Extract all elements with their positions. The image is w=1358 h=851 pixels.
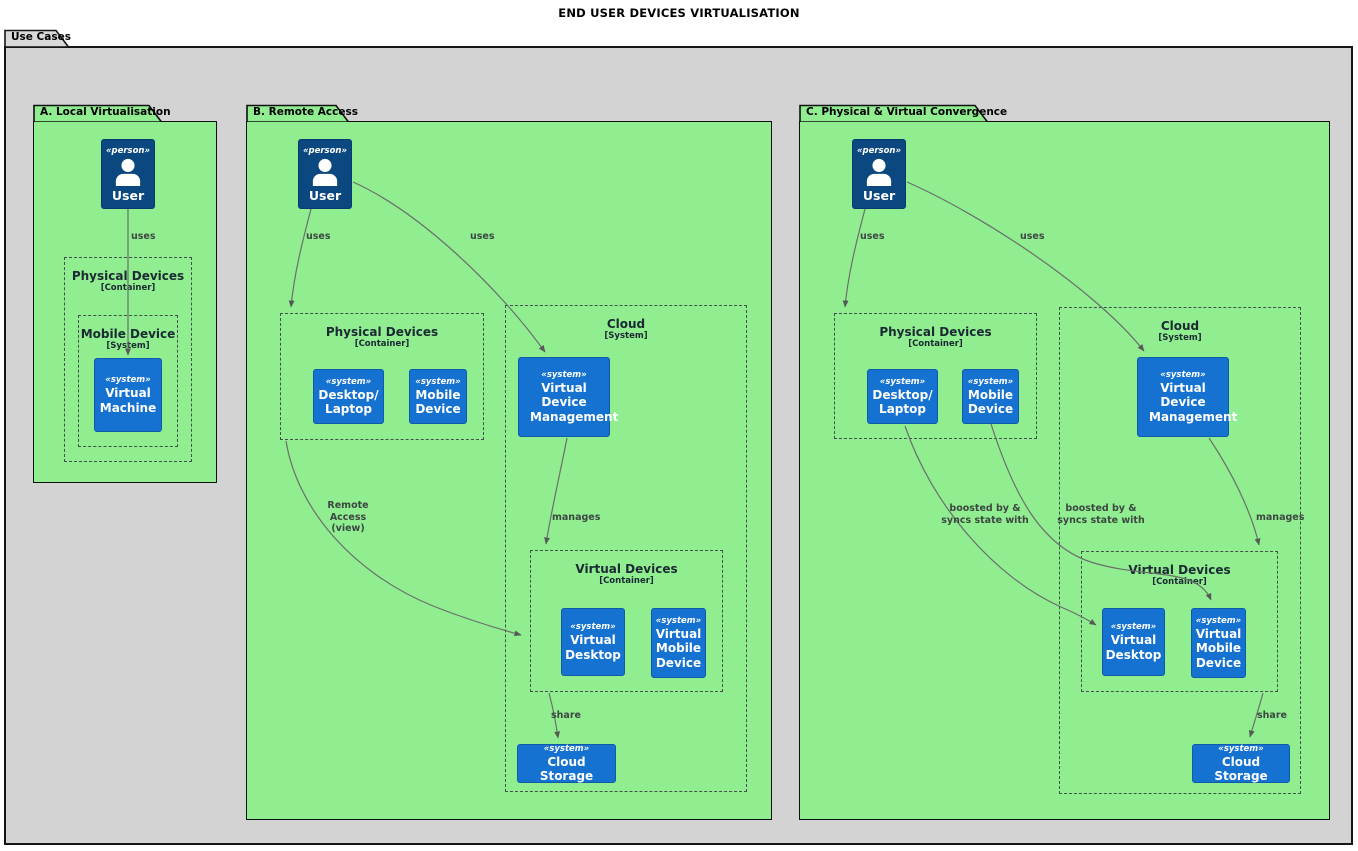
physical-devices-b-subtitle: [Container] (354, 339, 410, 349)
user-a-name: User (111, 187, 145, 203)
user-node-a: «person» User (101, 139, 155, 209)
person-icon (115, 158, 141, 186)
mobile-device-node-b: «system» Mobile Device (409, 369, 467, 424)
edge-label-boosted-mobile: boosted by & syncs state with (1057, 503, 1145, 526)
user-c-stereotype: «person» (856, 145, 902, 156)
panel-c-tab-shape (799, 104, 989, 122)
panel-b-tab-shape (246, 104, 350, 122)
cloud-storage-node-c: «system» Cloud Storage (1192, 744, 1290, 783)
virtual-desktop-b-stereotype: «system» (570, 622, 616, 633)
edge-label-share-c: share (1257, 710, 1287, 721)
mobile-device-a-title: Mobile Device (80, 327, 176, 341)
physical-devices-a-title: Physical Devices (71, 269, 185, 283)
user-node-c: «person» User (852, 139, 906, 209)
cloud-storage-b-name: Cloud Storage (539, 754, 594, 783)
virtual-devices-b-title: Virtual Devices (575, 562, 678, 576)
virtual-mobile-b-stereotype: «system» (655, 616, 702, 627)
edge-label-manages-b: manages (552, 512, 601, 523)
panel-b-tab: B. Remote Access (246, 104, 358, 122)
vdm-c-name: Virtual Device Management (1149, 381, 1238, 424)
vdm-c-stereotype: «system» (1160, 370, 1206, 381)
edge-label-uses-c-vdm: uses (1020, 231, 1045, 242)
virtual-desktop-b-name: Virtual Desktop (565, 633, 621, 662)
desktop-laptop-node-b: «system» Desktop/ Laptop (313, 369, 384, 424)
diagram-title: END USER DEVICES VIRTUALISATION (558, 6, 800, 20)
virtual-desktop-node-b: «system» Virtual Desktop (561, 608, 625, 676)
mobile-device-c-stereotype: «system» (967, 376, 1014, 387)
panel-a-tab: A. Local Virtualisation (33, 104, 171, 122)
virtual-device-management-node-c: «system» Virtual Device Management (1137, 357, 1238, 437)
edge-label-manages-c: manages (1256, 512, 1305, 523)
desktop-laptop-b-name: Desktop/ Laptop (318, 387, 379, 416)
cloud-c-title: Cloud (1160, 319, 1200, 333)
user-a-stereotype: «person» (105, 145, 151, 156)
virtual-mobile-b-name: Virtual Mobile Device (655, 627, 702, 670)
mobile-device-b-name: Mobile Device (415, 387, 461, 416)
desktop-laptop-c-name: Desktop/ Laptop (872, 387, 933, 416)
cloud-b-subtitle: [System] (604, 331, 648, 341)
user-node-b: «person» User (298, 139, 352, 209)
cloud-storage-b-stereotype: «system» (543, 743, 590, 754)
user-b-stereotype: «person» (302, 145, 348, 156)
cloud-b-title: Cloud (606, 317, 646, 331)
panel-a-tab-label: A. Local Virtualisation (40, 106, 171, 118)
virtual-devices-c-subtitle: [Container] (1152, 577, 1207, 587)
mobile-device-node-c: «system» Mobile Device (962, 369, 1019, 424)
virtual-device-management-node-b: «system» Virtual Device Management (518, 357, 619, 437)
desktop-laptop-node-c: «system» Desktop/ Laptop (867, 369, 938, 424)
frame-tab-shape (4, 29, 70, 47)
virtual-desktop-node-c: «system» Virtual Desktop (1102, 608, 1165, 676)
cloud-storage-c-stereotype: «system» (1218, 743, 1264, 754)
edge-label-boosted-desktop: boosted by & syncs state with (941, 503, 1029, 526)
virtual-machine-node-a: «system» Virtual Machine (94, 358, 162, 432)
virtual-devices-b-subtitle: [Container] (599, 576, 654, 586)
cloud-c-subtitle: [System] (1158, 333, 1202, 343)
user-c-name: User (862, 187, 896, 203)
virtual-devices-container-b: Virtual Devices [Container] (530, 550, 723, 692)
panel-c-tab-label: C. Physical & Virtual Convergence (806, 106, 1008, 118)
virtual-mobile-device-node-b: «system» Virtual Mobile Device (651, 608, 706, 678)
desktop-laptop-b-stereotype: «system» (325, 376, 372, 387)
virtual-desktop-c-name: Virtual Desktop (1105, 633, 1162, 662)
physical-devices-a-subtitle: [Container] (100, 283, 156, 293)
person-icon (866, 158, 892, 186)
vdm-b-name: Virtual Device Management (530, 381, 619, 424)
user-b-name: User (308, 187, 342, 203)
frame-tab: Use Cases (4, 29, 71, 47)
mobile-device-a-subtitle: [System] (106, 341, 150, 351)
virtual-machine-a-name: Virtual Machine (99, 386, 157, 415)
edge-label-uses-c-physical: uses (860, 231, 885, 242)
edge-label-uses-a: uses (131, 231, 156, 242)
virtual-machine-a-stereotype: «system» (105, 375, 151, 386)
cloud-storage-node-b: «system» Cloud Storage (517, 744, 616, 783)
panel-a-tab-shape (33, 104, 163, 122)
virtual-mobile-c-stereotype: «system» (1195, 616, 1242, 627)
physical-devices-c-title: Physical Devices (879, 325, 992, 339)
edge-label-uses-b-vdm: uses (470, 231, 495, 242)
mobile-device-c-name: Mobile Device (967, 387, 1014, 416)
person-icon (312, 158, 338, 186)
panel-b-tab-label: B. Remote Access (253, 106, 358, 118)
physical-devices-c-subtitle: [Container] (908, 339, 963, 349)
desktop-laptop-c-stereotype: «system» (879, 376, 926, 387)
frame-tab-label: Use Cases (11, 31, 71, 43)
cloud-storage-c-name: Cloud Storage (1214, 754, 1268, 783)
edge-label-share-b: share (551, 710, 581, 721)
edge-label-remote-access: Remote Access (view) (327, 500, 369, 534)
virtual-mobile-device-node-c: «system» Virtual Mobile Device (1191, 608, 1246, 678)
virtual-devices-c-title: Virtual Devices (1128, 563, 1231, 577)
vdm-b-stereotype: «system» (541, 370, 587, 381)
panel-c-tab: C. Physical & Virtual Convergence (799, 104, 1007, 122)
physical-devices-b-title: Physical Devices (325, 325, 439, 339)
virtual-mobile-c-name: Virtual Mobile Device (1195, 627, 1242, 670)
virtual-desktop-c-stereotype: «system» (1110, 622, 1157, 633)
edge-label-uses-b-physical: uses (306, 231, 331, 242)
mobile-device-b-stereotype: «system» (415, 376, 461, 387)
